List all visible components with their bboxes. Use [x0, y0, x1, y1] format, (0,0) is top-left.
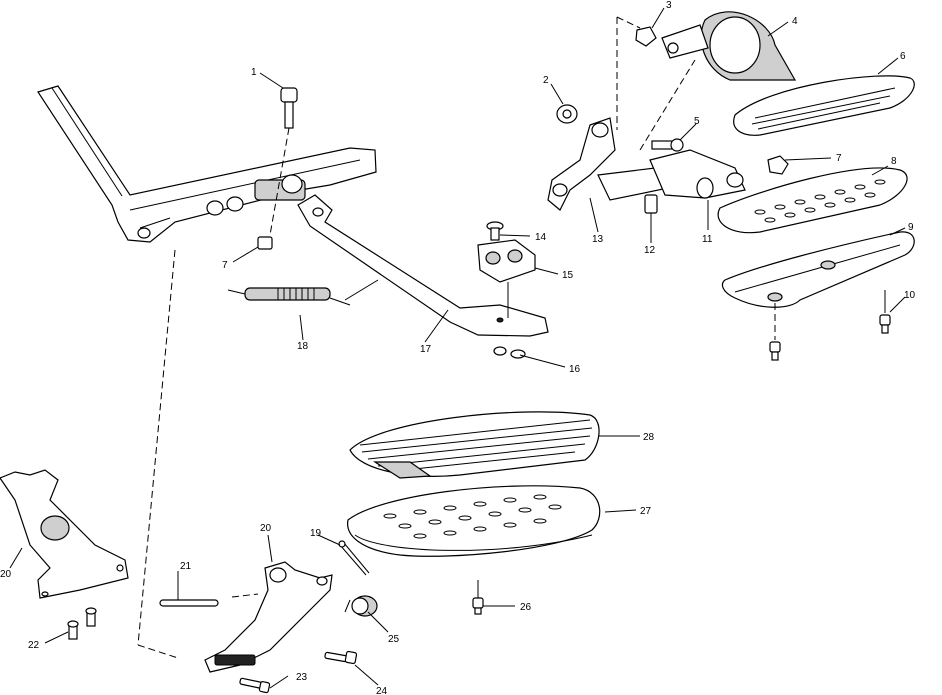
- callout-12: 12: [644, 245, 656, 256]
- bolt-part-5: [651, 138, 684, 152]
- callout-26: 26: [520, 602, 532, 613]
- callout-22: 22: [28, 640, 40, 651]
- bolt-part-26: [472, 580, 484, 615]
- callout-19: 19: [310, 528, 322, 539]
- callout-7-right: 7: [836, 153, 842, 164]
- horn-part-4: [661, 11, 797, 81]
- nut-part-3: [635, 26, 657, 47]
- nut-part-7-left: [257, 236, 273, 250]
- callout-27: 27: [640, 506, 652, 517]
- callout-11: 11: [702, 234, 713, 245]
- washer-part-11: [696, 177, 714, 199]
- callout-1: 1: [251, 67, 257, 78]
- callout-7-left: 7: [222, 260, 228, 271]
- callout-8: 8: [891, 156, 897, 167]
- callout-10: 10: [904, 290, 916, 301]
- callout-25-lower: 25: [388, 634, 400, 645]
- callout-6: 6: [900, 51, 906, 62]
- bolt-part-23: [239, 677, 271, 694]
- callout-4: 4: [792, 16, 798, 27]
- callout-16: 16: [569, 364, 581, 375]
- callout-2: 2: [543, 75, 549, 86]
- callout-18: 18: [297, 341, 309, 352]
- callout-24: 24: [376, 686, 388, 695]
- callout-20-left: 20: [0, 569, 12, 580]
- callout-3: 3: [666, 0, 672, 11]
- washers-part-16: [493, 346, 526, 359]
- bracket-part-20-lower: [204, 561, 333, 673]
- callout-14: 14: [535, 232, 547, 243]
- bolt-part-24: [324, 650, 358, 665]
- leader-lines: [9, 7, 906, 689]
- callout-5: 5: [694, 116, 700, 127]
- footboard-mat-part-28: [349, 411, 600, 479]
- bolt-part-22: [67, 607, 97, 640]
- callout-28: 28: [643, 432, 655, 443]
- callout-9: 9: [908, 222, 914, 233]
- cotter-pin-part-19: [338, 540, 370, 576]
- bolt-part-14: [486, 221, 504, 241]
- spring-part-25: [344, 595, 378, 617]
- bracket-part-15: [477, 239, 536, 318]
- callout-13: 13: [592, 234, 604, 245]
- nut-part-7-right: [767, 155, 789, 175]
- callout-15: 15: [562, 270, 574, 281]
- frame-tube: [37, 85, 377, 243]
- footboard-base-part-9: [721, 231, 915, 340]
- footboard-part-8: [717, 167, 908, 234]
- washer-part-2: [556, 104, 578, 124]
- callout-17: 17: [420, 344, 432, 355]
- footboard-part-27: [347, 485, 601, 557]
- callout-labels: 1 2 3 4 5 6 7 7 8 9 10 11 12 13 14 15 16…: [0, 0, 916, 695]
- callout-21: 21: [180, 561, 192, 572]
- pin-part-21: [159, 593, 259, 607]
- bolt-part-1: [269, 87, 298, 236]
- bolt-part-10: [769, 290, 891, 361]
- callout-23: 23: [296, 672, 308, 683]
- bracket-part-20-left: [0, 469, 129, 599]
- kickstand-part-17: [297, 194, 549, 337]
- footboard-mat-part-6: [733, 75, 915, 136]
- pivot-arm-assembly: [547, 117, 746, 214]
- callout-20-lower: 20: [260, 523, 272, 534]
- spring-part-18: [227, 279, 379, 306]
